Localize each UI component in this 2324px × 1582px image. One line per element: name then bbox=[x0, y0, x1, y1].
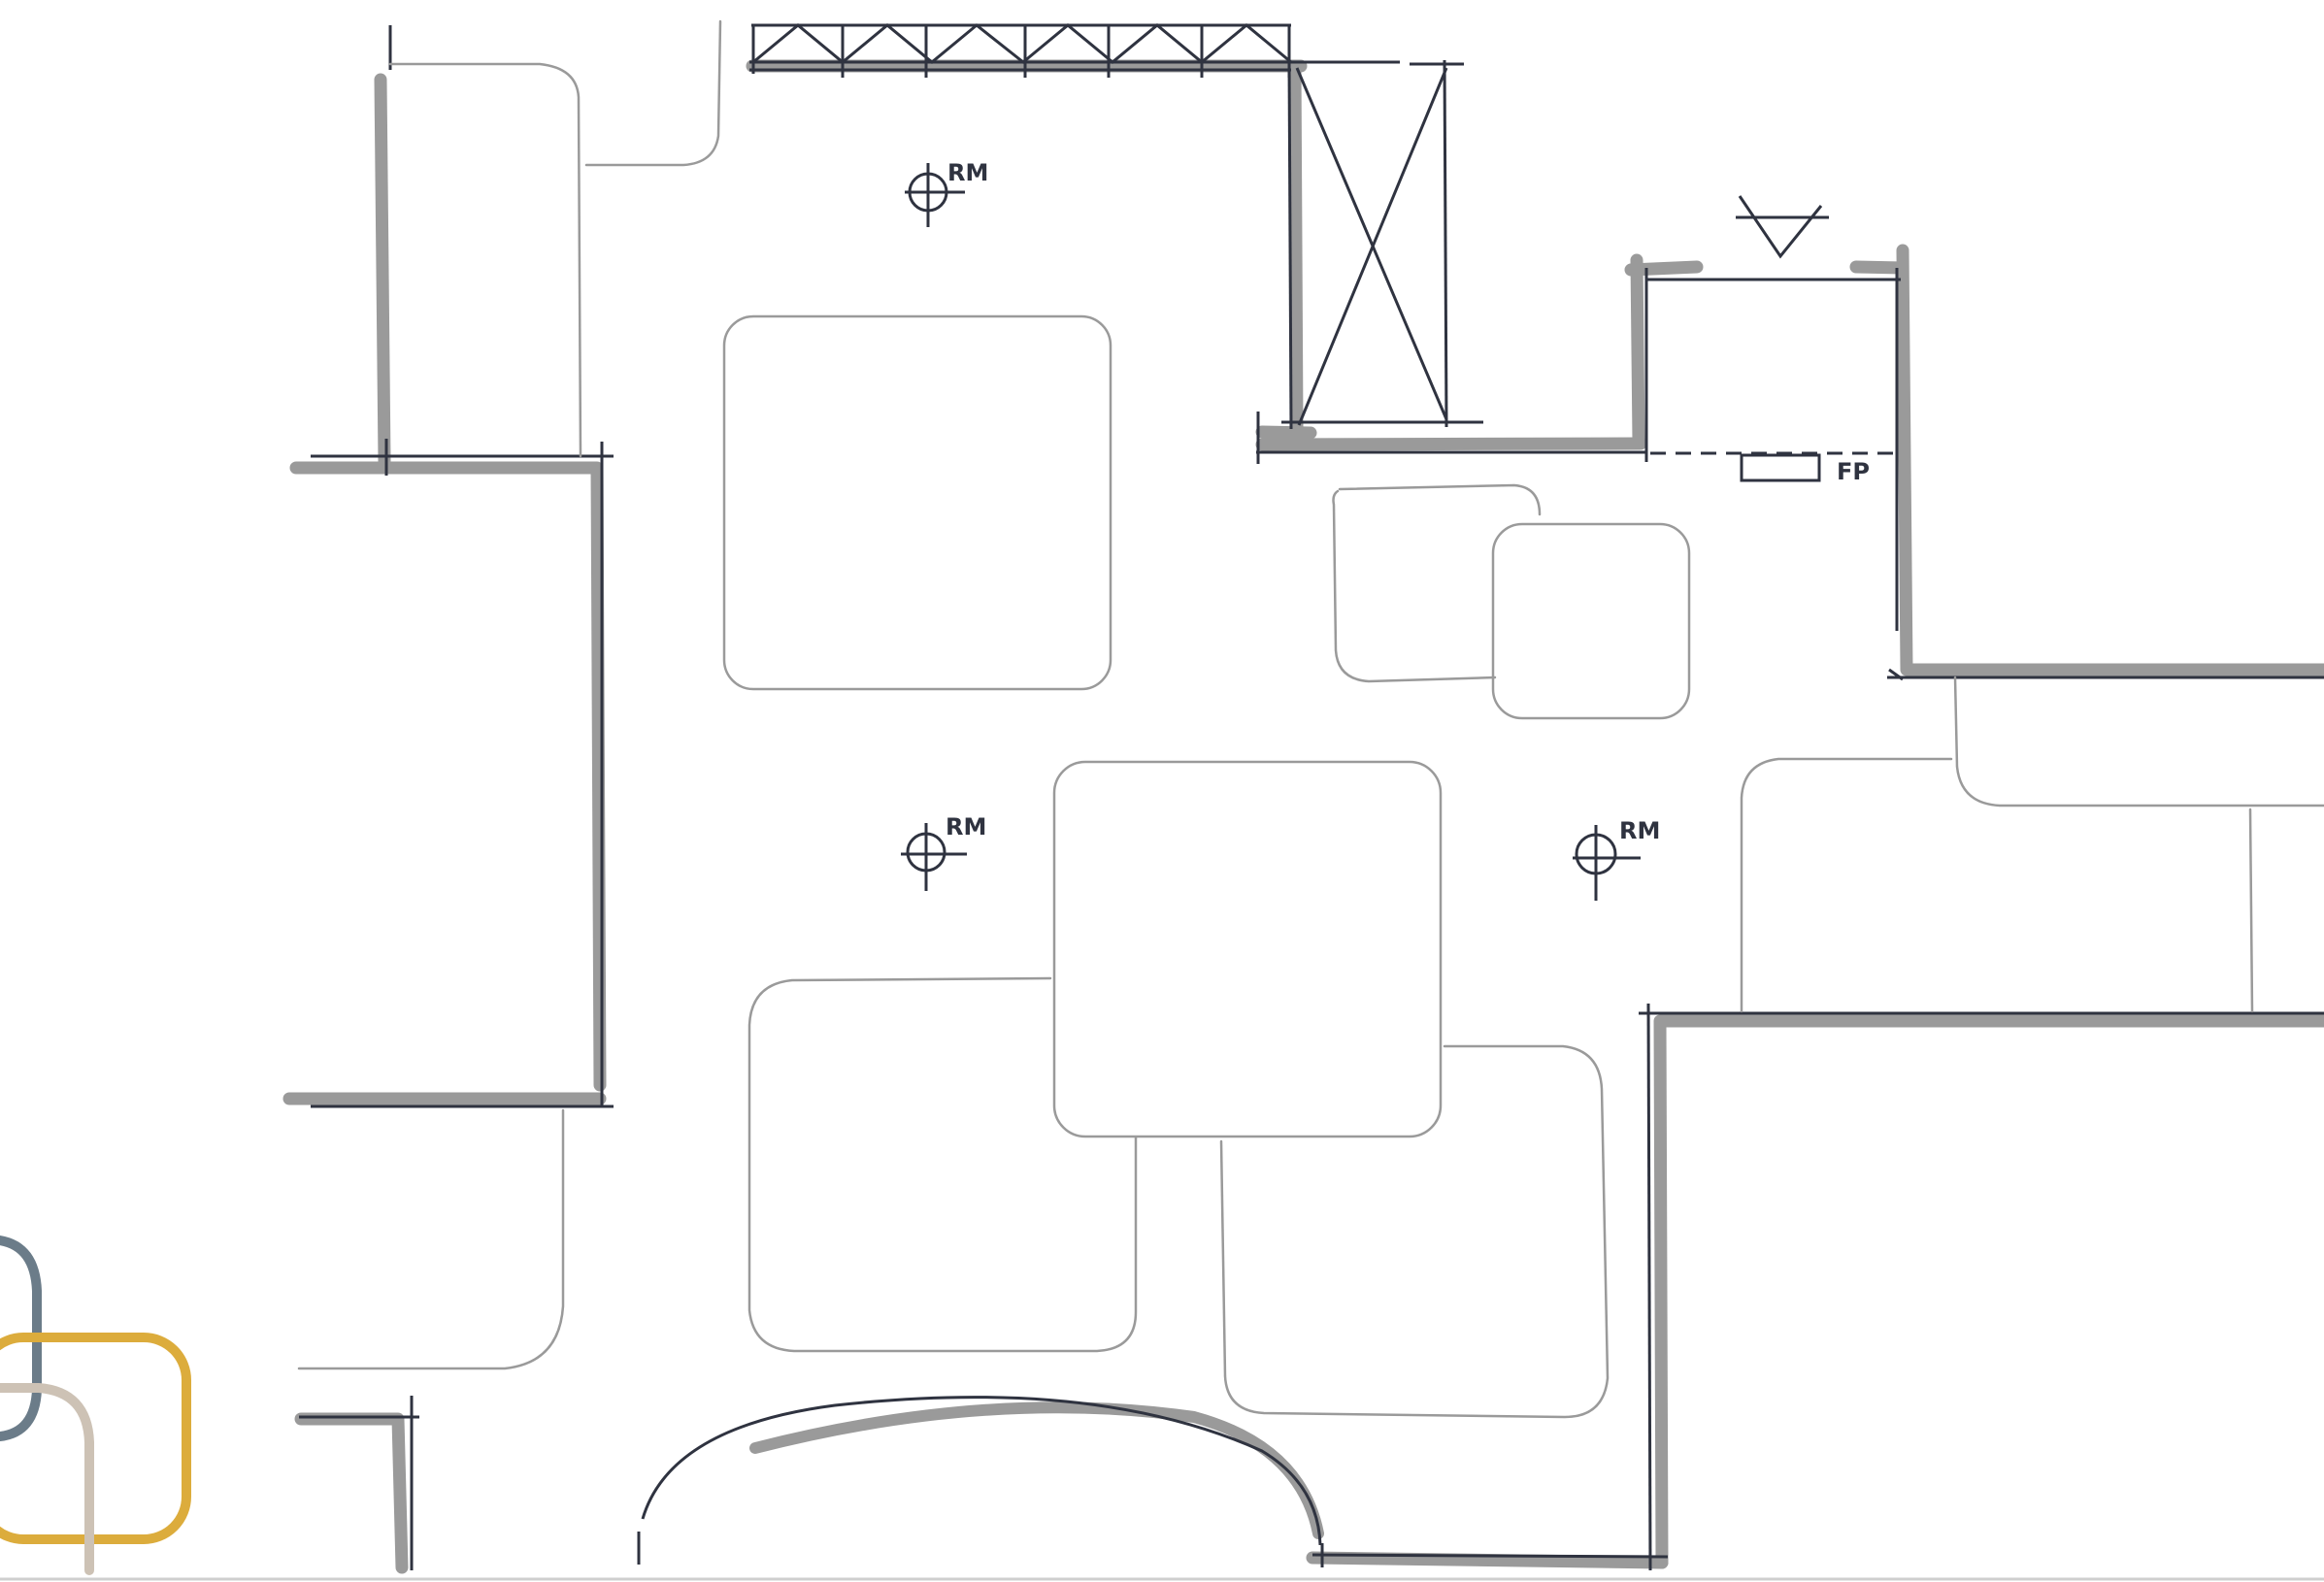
receptacle-rm-1: RM bbox=[905, 159, 988, 227]
wall-shaft-vertical bbox=[1288, 59, 1304, 434]
wall-alcove-top-left bbox=[1624, 260, 1704, 277]
outline-small-table-right bbox=[1491, 522, 1691, 720]
wall-ink bbox=[299, 25, 2324, 1571]
receptacle-rm-3: RM bbox=[1573, 817, 1660, 901]
truss-zigzag bbox=[751, 23, 1292, 78]
wall-shadows bbox=[282, 59, 2324, 1574]
rm-label: RM bbox=[946, 813, 986, 840]
fireplace-box bbox=[1740, 453, 1821, 482]
triangle-level-icon bbox=[1736, 195, 1829, 259]
x-cross-icon bbox=[1295, 67, 1448, 426]
outline-right-divider bbox=[2248, 807, 2254, 1013]
fp-label: FP bbox=[1837, 458, 1870, 485]
outline-right-counter-box bbox=[1740, 757, 1953, 1013]
outline-center-block bbox=[1052, 760, 1443, 1138]
wall-shaft-foot bbox=[1255, 425, 1317, 440]
rm-label: RM bbox=[947, 159, 988, 186]
wall-alcove-left bbox=[1630, 253, 1645, 448]
outline-top-left-room bbox=[388, 62, 582, 458]
wall-top-left-vertical bbox=[374, 73, 391, 468]
outline-lower-left-block bbox=[747, 976, 1138, 1353]
wall-mid-horizontal bbox=[1255, 437, 1647, 451]
decor-gold-shape bbox=[0, 1333, 191, 1544]
outline-top-left-nook bbox=[584, 19, 722, 167]
furniture-outlines bbox=[297, 19, 2324, 1419]
rug-large-top bbox=[722, 314, 1112, 691]
wall-arc-shadow bbox=[749, 1401, 1324, 1539]
wall-bottom-left-corner bbox=[294, 1412, 409, 1574]
rm-label: RM bbox=[1619, 817, 1660, 844]
outline-small-table-left bbox=[1332, 483, 1542, 683]
outline-right-counter-upper bbox=[1953, 676, 2324, 807]
wall-shaft-right bbox=[1443, 59, 1448, 428]
receptacle-rm-2: RM bbox=[901, 813, 986, 891]
crosshair-target-icon bbox=[905, 163, 965, 227]
wall-right-lower bbox=[1653, 1014, 2324, 1569]
wall-alcove-top-right bbox=[1849, 260, 1909, 275]
wall-shaft-ink bbox=[1287, 59, 1293, 430]
decorative-shapes bbox=[0, 1236, 191, 1575]
crosshair-target-icon bbox=[901, 823, 967, 891]
wall-bottom-mid-ink bbox=[1311, 1553, 1669, 1559]
outline-left-lower-room bbox=[297, 1108, 565, 1370]
wall-bottom-mid bbox=[1306, 1551, 1669, 1569]
crosshair-target-icon bbox=[1573, 825, 1641, 901]
wall-left-upper bbox=[289, 461, 607, 1092]
outline-lower-right-block bbox=[1219, 1044, 1610, 1419]
wall-arc bbox=[641, 1396, 1322, 1546]
decor-taupe-shape bbox=[0, 1383, 94, 1575]
wall-right-vertical bbox=[1896, 244, 2324, 676]
wall-right-lower-vert-ink bbox=[1646, 1003, 1652, 1571]
